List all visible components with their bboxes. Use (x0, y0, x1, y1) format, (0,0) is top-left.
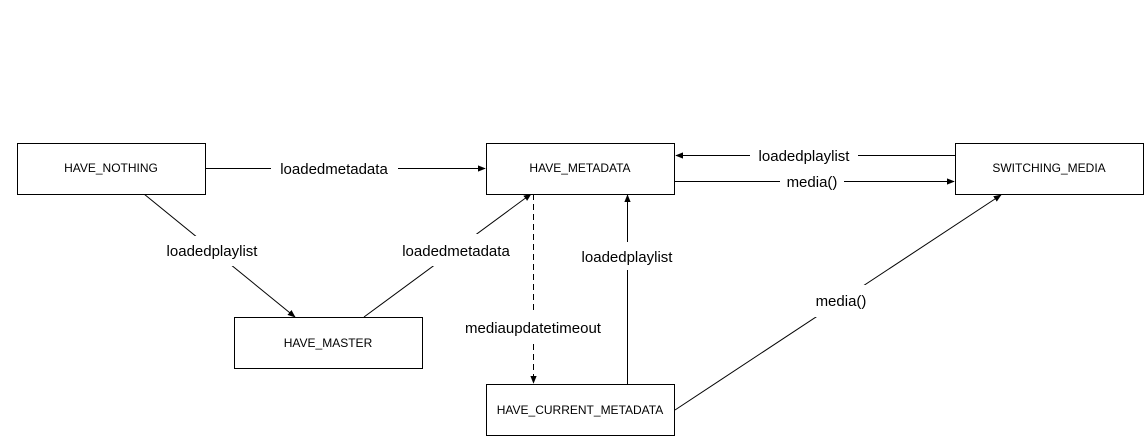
transition-have-metadata-to-switching-media: media() (675, 172, 955, 191)
edge-label: loadedplaylist (582, 249, 674, 266)
state-have-metadata: HAVE_METADATA (486, 143, 675, 195)
label-background (780, 172, 844, 191)
edge-label: loadedmetadata (402, 243, 510, 260)
state-label: SWITCHING_MEDIA (992, 161, 1105, 175)
state-label: HAVE_CURRENT_METADATA (497, 403, 663, 417)
label-background (812, 285, 870, 317)
state-box (17, 143, 206, 195)
edge-label: media() (787, 174, 838, 191)
state-box (234, 317, 423, 369)
transition-have-metadata-to-have-current-metadata: mediaupdatetimeout (455, 194, 610, 384)
label-background (271, 158, 398, 180)
edge-label: loadedplaylist (759, 148, 851, 165)
state-have-nothing: HAVE_NOTHING (17, 143, 206, 195)
state-switching-media: SWITCHING_MEDIA (955, 143, 1144, 195)
transition-have-master-to-have-metadata: loadedmetadata (363, 193, 532, 318)
transition-have-current-metadata-to-have-metadata: loadedplaylist (574, 194, 680, 384)
transition-switching-media-to-have-metadata: loadedplaylist (675, 146, 955, 165)
state-label: HAVE_METADATA (529, 161, 630, 175)
edge-label: media() (816, 293, 867, 310)
label-background (393, 234, 520, 266)
label-background (750, 146, 858, 165)
edge-label: loadedplaylist (167, 243, 259, 260)
transition-have-nothing-to-have-metadata: loadedmetadata (205, 158, 486, 180)
label-background (574, 242, 680, 270)
state-have-current-metadata: HAVE_CURRENT_METADATA (486, 384, 675, 436)
edge-label: mediaupdatetimeout (465, 320, 602, 337)
edge-label: loadedmetadata (280, 161, 388, 178)
label-background (455, 312, 610, 342)
state-label: HAVE_MASTER (284, 336, 373, 350)
transition-have-current-metadata-to-switching-media: media() (674, 194, 1002, 411)
state-box (486, 384, 675, 436)
state-label: HAVE_NOTHING (64, 161, 158, 175)
state-have-master: HAVE_MASTER (234, 317, 423, 369)
transition-have-nothing-to-have-master: loadedplaylist (143, 193, 296, 318)
state-box (955, 143, 1144, 195)
state-box (486, 143, 675, 195)
label-background (160, 236, 265, 266)
